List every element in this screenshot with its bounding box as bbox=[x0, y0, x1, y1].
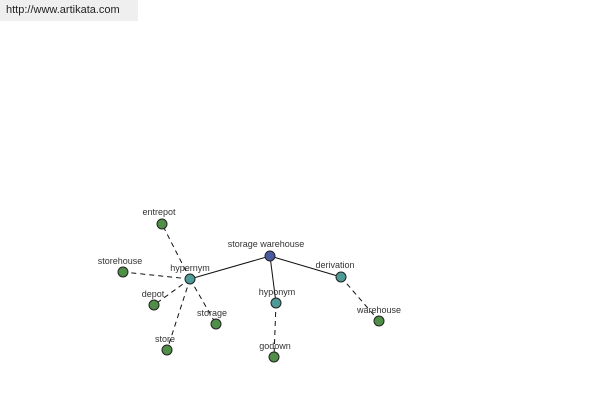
node-center[interactable] bbox=[264, 250, 276, 262]
edge-center-derivation bbox=[269, 255, 342, 278]
node-depot[interactable] bbox=[148, 299, 160, 311]
node-entrepot[interactable] bbox=[156, 218, 168, 230]
node-label-derivation[interactable]: derivation bbox=[315, 260, 354, 270]
node-storehouse[interactable] bbox=[117, 266, 129, 278]
edge-hyponym-godown bbox=[273, 302, 277, 358]
edges-layer bbox=[122, 223, 380, 358]
node-storage[interactable] bbox=[210, 318, 222, 330]
labels-layer: storage warehouse hypernym hyponym derivati… bbox=[98, 207, 401, 351]
node-hyponym[interactable] bbox=[270, 297, 282, 309]
node-label-center[interactable]: storage warehouse bbox=[228, 239, 305, 249]
node-hypernym[interactable] bbox=[184, 273, 196, 285]
edge-hypernym-storehouse bbox=[122, 271, 191, 280]
node-derivation[interactable] bbox=[335, 271, 347, 283]
site-url-link[interactable]: http://www.artikata.com bbox=[0, 0, 138, 21]
node-label-hyponym[interactable]: hyponym bbox=[259, 287, 296, 297]
node-label-godown[interactable]: godown bbox=[259, 341, 291, 351]
node-label-storage[interactable]: storage bbox=[197, 308, 227, 318]
node-label-store[interactable]: store bbox=[155, 334, 175, 344]
node-warehouse[interactable] bbox=[373, 315, 385, 327]
node-godown[interactable] bbox=[268, 351, 280, 363]
edge-derivation-warehouse bbox=[340, 276, 380, 322]
nodes-layer bbox=[117, 218, 385, 363]
node-label-storehouse[interactable]: storehouse bbox=[98, 256, 143, 266]
edge-center-hypernym bbox=[189, 255, 271, 280]
node-store[interactable] bbox=[161, 344, 173, 356]
node-label-depot[interactable]: depot bbox=[142, 289, 165, 299]
edge-hypernym-depot bbox=[153, 278, 191, 306]
edge-hypernym-store bbox=[166, 278, 191, 351]
node-label-warehouse[interactable]: warehouse bbox=[356, 305, 401, 315]
edge-center-hyponym bbox=[269, 255, 277, 304]
node-label-hypernym[interactable]: hypernym bbox=[170, 263, 210, 273]
node-label-entrepot[interactable]: entrepot bbox=[142, 207, 176, 217]
edge-hypernym-entrepot bbox=[161, 223, 191, 280]
